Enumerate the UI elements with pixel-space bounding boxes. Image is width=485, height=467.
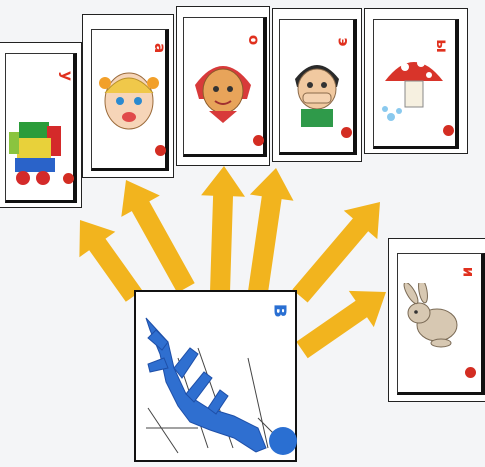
arrow-to-card-u [79,220,142,302]
card-v-dot [269,427,297,455]
arrow-to-card-a [121,180,194,293]
arrow-to-card-y [292,202,380,303]
arrow-to-card-o [201,166,245,292]
arrow-to-card-i [296,291,386,358]
arrow-to-card-e [248,168,293,293]
card-v-main[interactable]: в [134,290,297,462]
